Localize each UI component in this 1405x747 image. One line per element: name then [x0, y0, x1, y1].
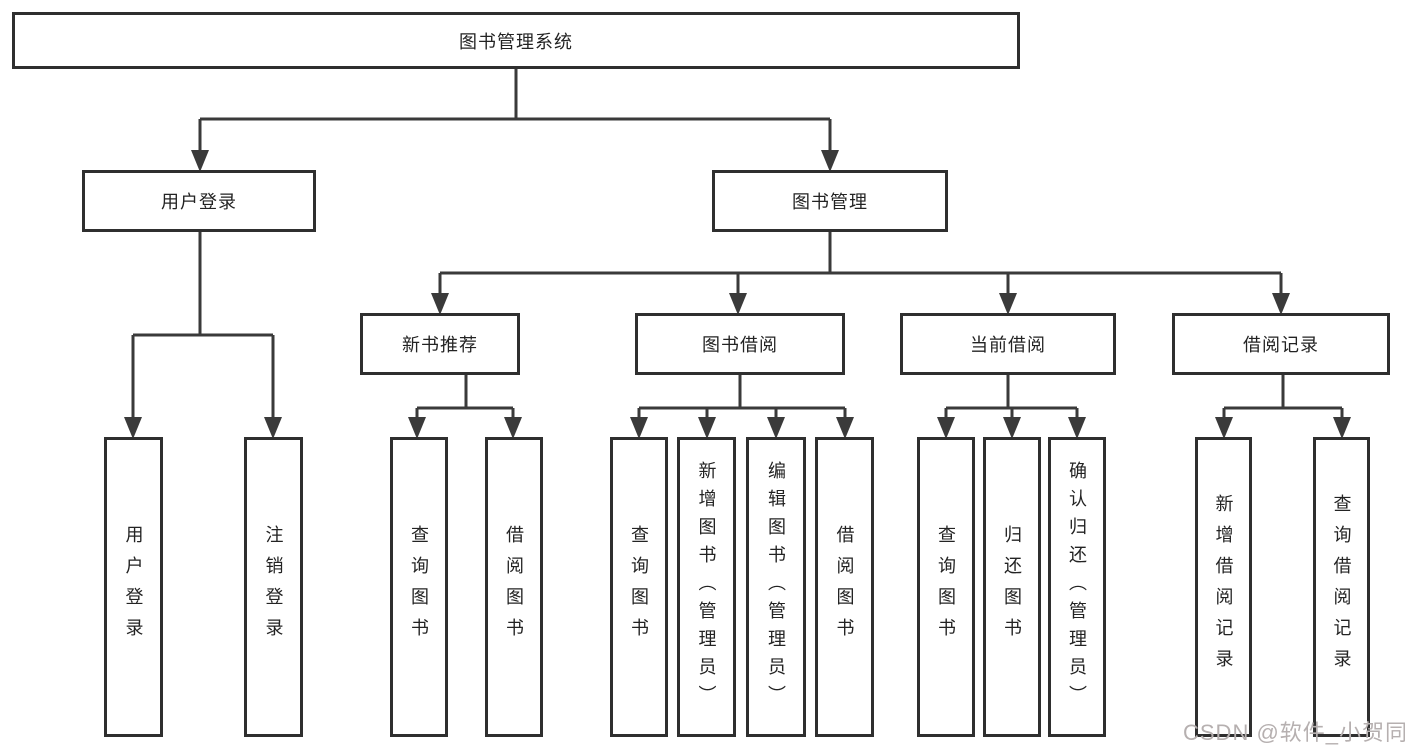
leaf-user-login: 用户登录: [104, 437, 163, 737]
leaf-user-login-label: 用户登录: [123, 525, 144, 649]
node-user-login-label: 用户登录: [161, 192, 237, 212]
leaf-bb-add-books-admin-label: 新增图书（管理员）: [696, 461, 717, 713]
leaf-bb-query-books-label: 查询图书: [629, 525, 649, 649]
node-new-book-recommend: 新书推荐: [360, 313, 520, 375]
node-book-management: 图书管理: [712, 170, 948, 232]
leaf-cb-query-books: 查询图书: [917, 437, 975, 737]
leaf-bb-borrow-books-label: 借阅图书: [834, 525, 855, 649]
leaf-nb-query-books: 查询图书: [390, 437, 448, 737]
leaf-br-add-record: 新增借阅记录: [1195, 437, 1252, 737]
leaf-bb-edit-books-admin-label: 编辑图书（管理员）: [766, 461, 786, 713]
node-new-book-recommend-label: 新书推荐: [402, 335, 478, 355]
leaf-br-add-record-label: 新增借阅记录: [1213, 494, 1234, 680]
watermark: CSDN @软件_小贺同学: [1183, 720, 1405, 745]
leaf-br-query-record: 查询借阅记录: [1313, 437, 1370, 737]
node-library-system: 图书管理系统: [12, 12, 1020, 69]
leaf-cb-query-books-label: 查询图书: [936, 525, 956, 649]
node-borrowing-records: 借阅记录: [1172, 313, 1390, 375]
leaf-logout: 注销登录: [244, 437, 303, 737]
leaf-bb-borrow-books: 借阅图书: [815, 437, 874, 737]
node-user-login: 用户登录: [82, 170, 316, 232]
leaf-cb-return-books: 归还图书: [983, 437, 1041, 737]
node-current-borrowing-label: 当前借阅: [970, 335, 1046, 355]
node-book-borrowing: 图书借阅: [635, 313, 845, 375]
leaf-nb-borrow-books: 借阅图书: [485, 437, 543, 737]
node-book-borrowing-label: 图书借阅: [702, 335, 778, 355]
leaf-cb-return-books-label: 归还图书: [1002, 525, 1022, 649]
leaf-bb-query-books: 查询图书: [610, 437, 668, 737]
leaf-cb-confirm-return-admin: 确认归还（管理员）: [1048, 437, 1106, 737]
leaf-nb-query-books-label: 查询图书: [409, 525, 429, 649]
node-current-borrowing: 当前借阅: [900, 313, 1116, 375]
leaf-nb-borrow-books-label: 借阅图书: [504, 525, 524, 649]
leaf-br-query-record-label: 查询借阅记录: [1331, 494, 1352, 680]
node-library-system-label: 图书管理系统: [459, 31, 573, 52]
node-book-management-label: 图书管理: [792, 192, 868, 212]
leaf-logout-label: 注销登录: [263, 525, 284, 649]
leaf-bb-add-books-admin: 新增图书（管理员）: [677, 437, 736, 737]
leaf-bb-edit-books-admin: 编辑图书（管理员）: [746, 437, 806, 737]
leaf-cb-confirm-return-admin-label: 确认归还（管理员）: [1067, 461, 1087, 713]
node-borrowing-records-label: 借阅记录: [1243, 335, 1319, 355]
